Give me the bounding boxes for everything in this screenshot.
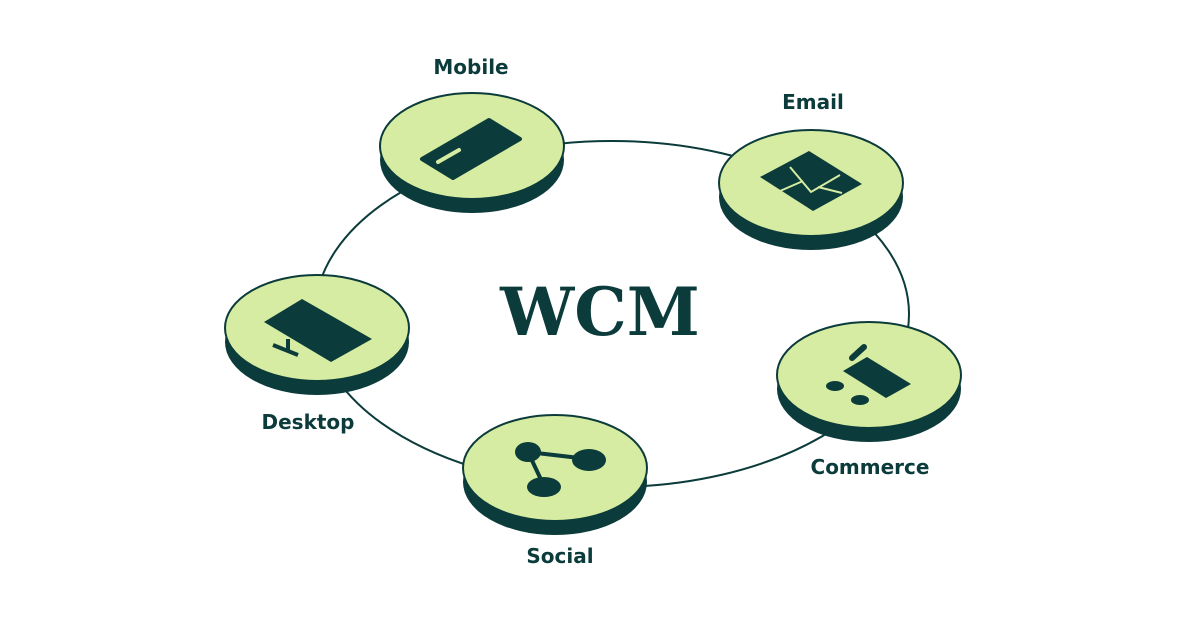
node-label-mobile: Mobile: [433, 55, 508, 79]
share-network-icon: [515, 442, 606, 497]
node-social: Social: [462, 414, 648, 568]
node-email: Email: [718, 90, 904, 250]
mobile-phone-icon: [420, 118, 522, 180]
disc-top: [462, 414, 648, 522]
node-label-commerce: Commerce: [811, 455, 930, 479]
node-label-email: Email: [782, 90, 844, 114]
center-title: WCM: [499, 273, 700, 351]
envelope-icon: [760, 151, 862, 211]
node-commerce: Commerce: [776, 321, 962, 479]
node-desktop: Desktop: [224, 274, 410, 434]
shopping-cart-icon: [826, 344, 911, 405]
desktop-monitor-icon: [264, 299, 372, 362]
node-label-social: Social: [526, 544, 593, 568]
node-mobile: Mobile: [379, 55, 565, 213]
node-label-desktop: Desktop: [262, 410, 355, 434]
